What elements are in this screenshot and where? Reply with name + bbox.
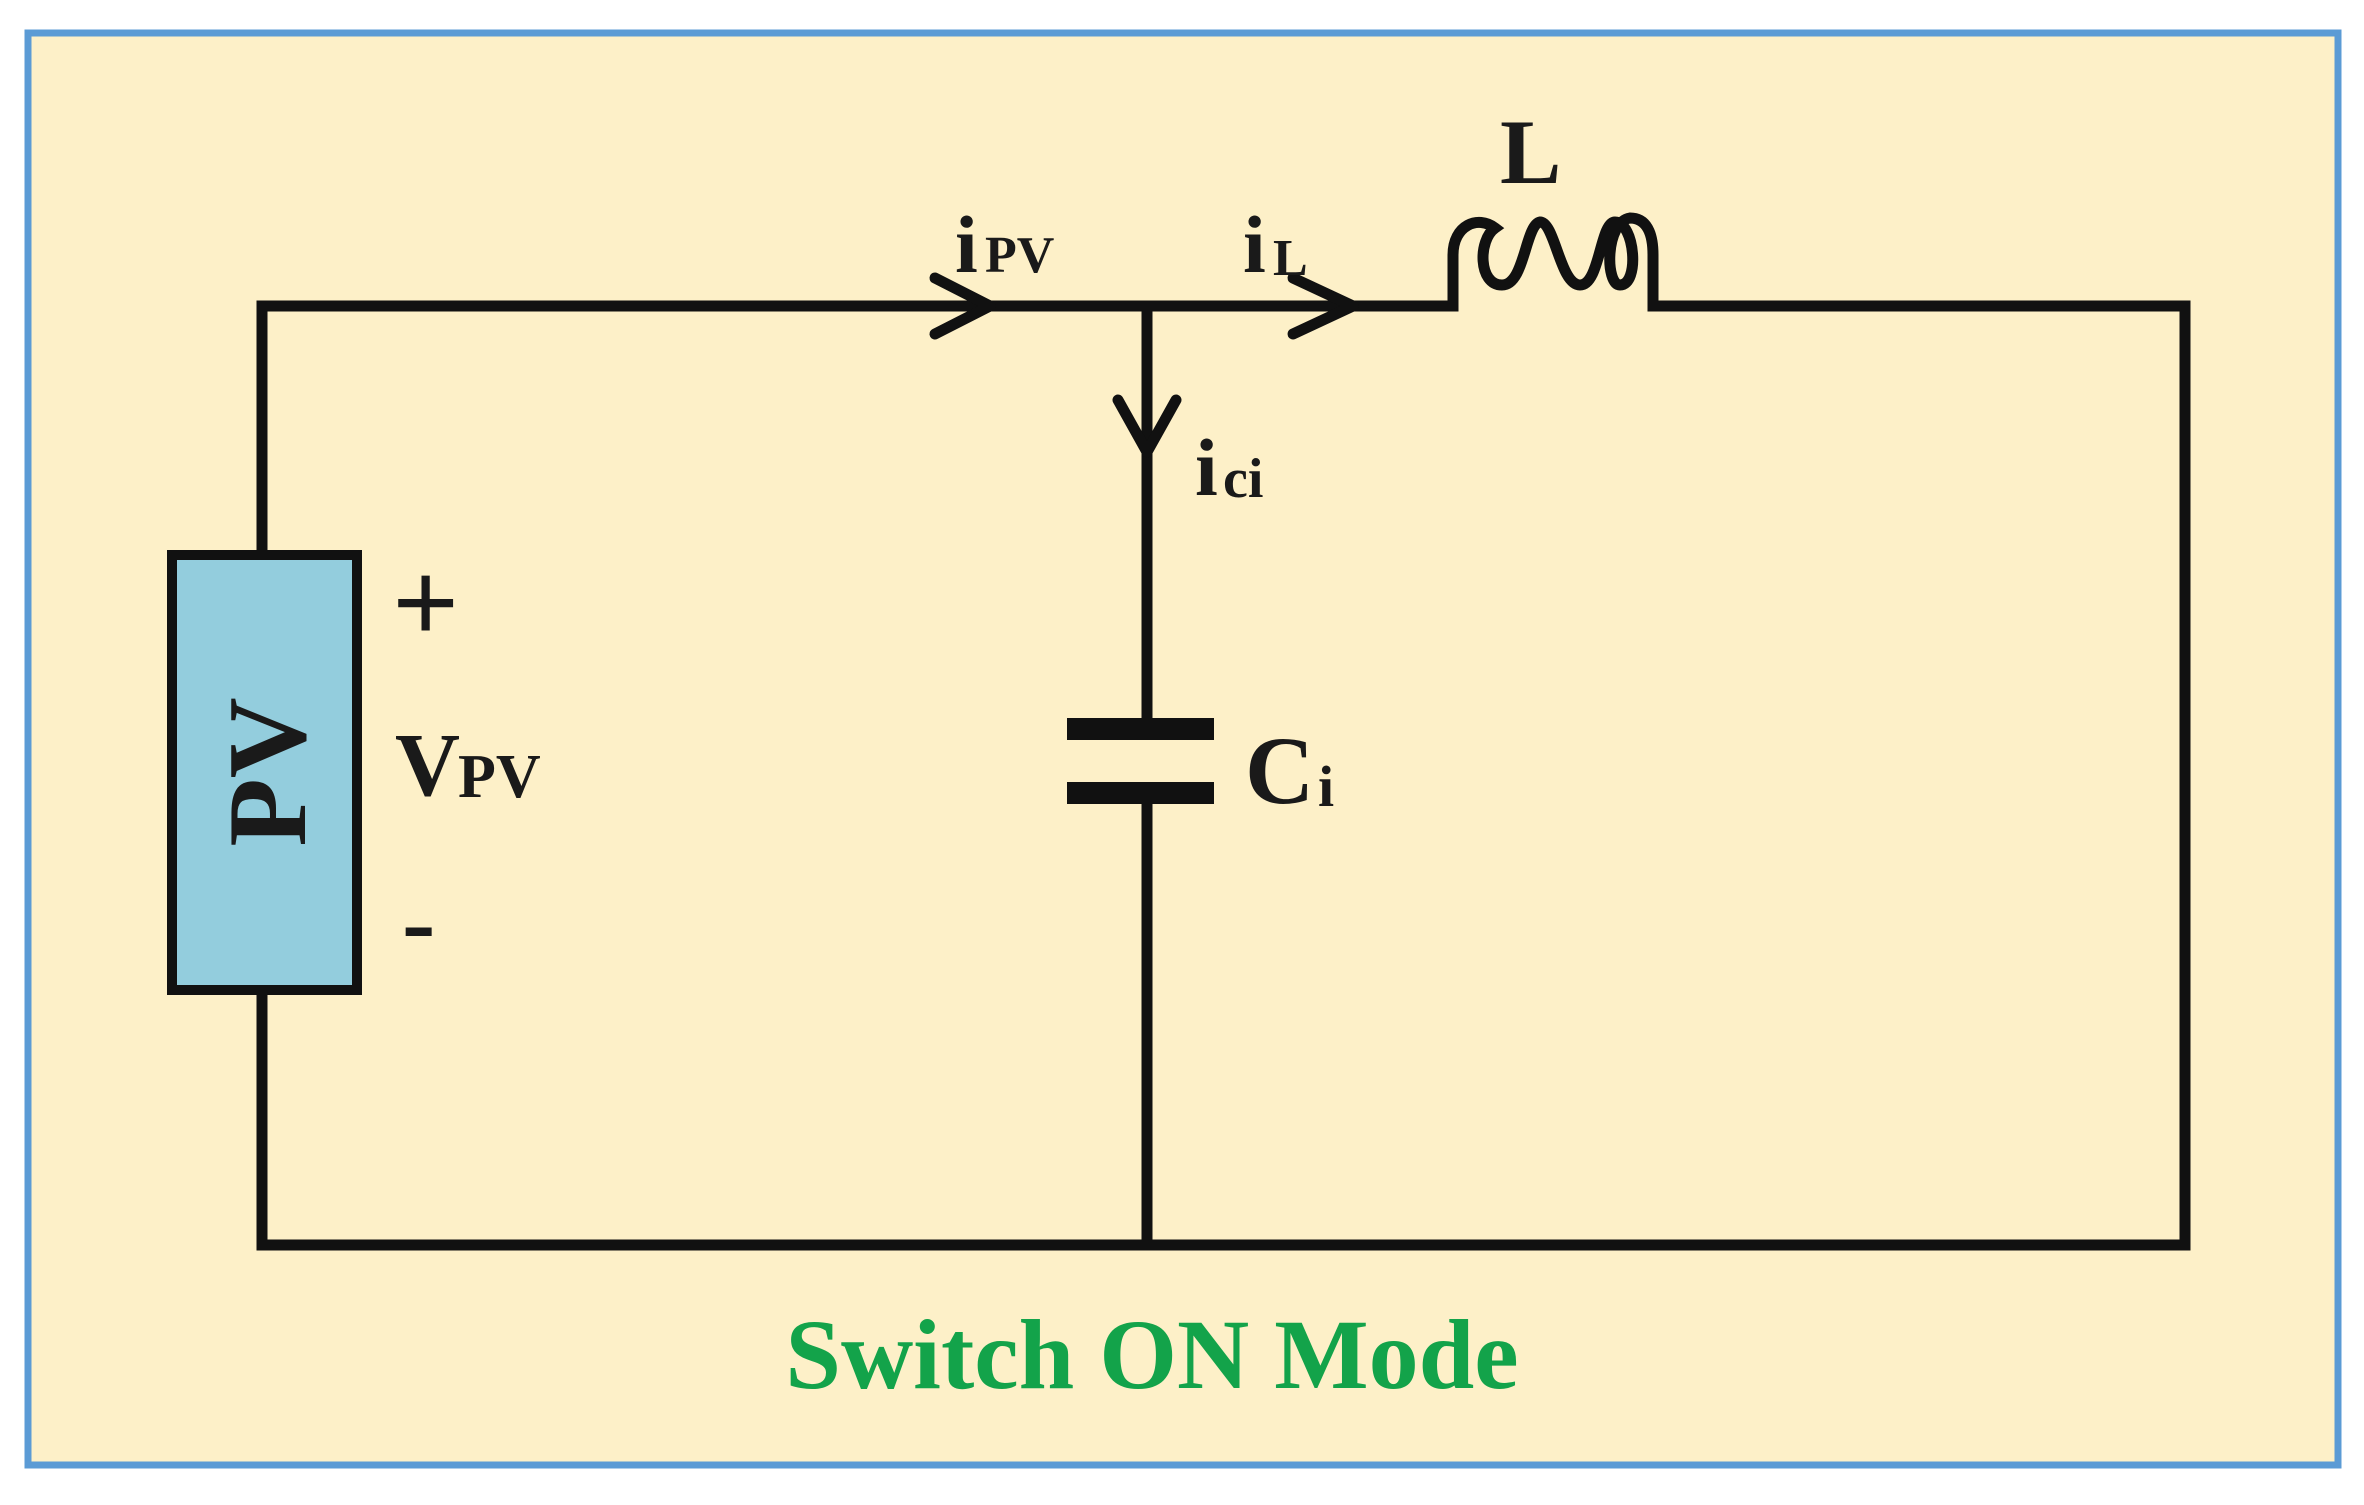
wire-left-top [256,300,1459,561]
inductor-label: L [1500,101,1561,203]
current-ipv-sub: PV [985,227,1054,284]
mode-title: Switch ON Mode [785,1299,1518,1410]
plus-sign: + [392,537,459,668]
voltage-main: V [395,716,460,815]
pv-source-box [167,550,362,995]
minus-sign: - [402,866,435,977]
capacitor-plate-top [1067,718,1214,740]
capacitor-label-main: C [1245,717,1314,824]
current-ici-main: i [1195,422,1218,513]
capacitor-symbol [1067,718,1214,804]
inductor-coil [1447,212,1659,312]
pv-label: PV [206,697,330,846]
voltage-sub: PV [458,743,541,811]
capacitor-plate-bottom [1067,782,1214,804]
arrow-ipv [929,272,996,340]
arrow-il [1287,272,1359,340]
current-il-sub: L [1273,230,1308,287]
arrow-ici [1112,394,1182,458]
circuit-wires [256,300,2191,1251]
current-il-main: i [1243,199,1266,290]
current-ici-sub: ci [1223,448,1263,510]
current-ipv-main: i [955,199,978,290]
wire-top-right [256,300,2191,1251]
diagram-panel [24,29,2342,1469]
current-arrows [929,272,1359,458]
inductor-symbol [1447,212,1659,312]
capacitor-label-sub: i [1318,754,1334,819]
